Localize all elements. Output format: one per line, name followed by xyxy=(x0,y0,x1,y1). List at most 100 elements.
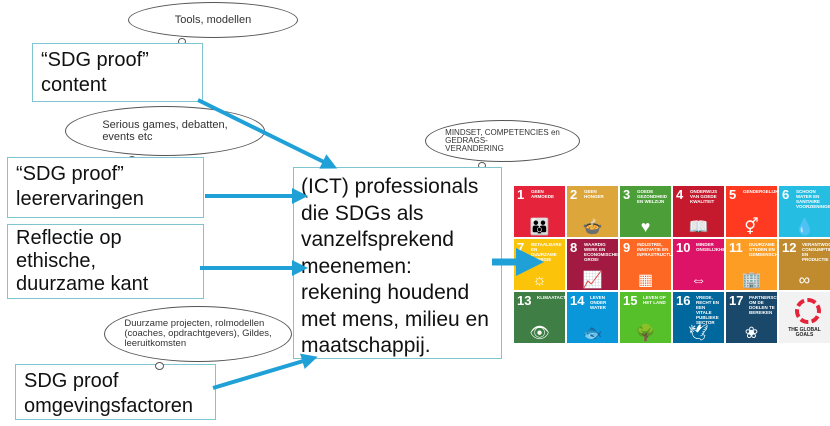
cloud-projects: Duurzame projecten, rolmodellen(coaches,… xyxy=(104,306,292,362)
sdg-tile-6: 6 Schoon water en sanitaire voorzieningen… xyxy=(779,186,830,237)
cloud-text: Tools, modellen xyxy=(174,13,252,26)
box-text: rekening houdend xyxy=(301,281,470,304)
sdg-number: 6 xyxy=(782,187,790,202)
cloud-text: leeruitkomsten xyxy=(124,338,187,349)
cloud-text: GEDRAGS- xyxy=(445,136,488,145)
sdg-tile-3: 3 Goede gezondheid en welzijn ♥ xyxy=(620,186,671,237)
sdg-label: Minder ongelijkheid xyxy=(696,242,724,252)
box-text: content xyxy=(41,74,107,96)
sdg-tile-4: 4 Onderwijs van goede kwaliteit 📖 xyxy=(673,186,724,237)
box-text: “SDG proof” xyxy=(16,163,124,185)
sdg-number: 7 xyxy=(517,240,525,255)
box-ict-professionals: (ICT) professionals die SDGs als vanzelf… xyxy=(293,167,502,359)
sdg-icon: ☼ xyxy=(532,272,547,289)
box-text: Reflectie op xyxy=(16,227,122,249)
box-text: met mens, milieu en xyxy=(301,307,489,331)
box-text: leerervaringen xyxy=(16,188,144,210)
sdg-tile-7: 7 Betaalbare en duurzame energie ☼ xyxy=(514,239,565,290)
arrow-omgeving xyxy=(212,353,318,390)
sdg-tile-14: 14 Leven onder water 🐟 xyxy=(567,292,618,343)
sdg-icon: 🕊 xyxy=(688,325,709,342)
sdg-number: 16 xyxy=(676,293,691,308)
sdg-label: Klimaatactie xyxy=(537,295,565,300)
sdg-label: Duurzame steden en gemeenschappen xyxy=(749,242,777,257)
sdg-number: 4 xyxy=(676,187,684,202)
sdg-label: Waardig werk en economische groei xyxy=(584,242,618,262)
sdg-label: Schoon water en sanitaire voorzieningen xyxy=(796,189,830,209)
box-text: ethische, xyxy=(16,250,97,272)
sdg-icon: ⇔ xyxy=(690,272,707,289)
global-goals-ring-icon xyxy=(795,298,821,324)
sdg-tile-15: 15 Leven op het land 🌳 xyxy=(620,292,671,343)
sdg-icon: ⚥ xyxy=(744,219,759,236)
box-omgevingsfactoren: SDG proof omgevingsfactoren xyxy=(15,364,216,420)
sdg-tile-1: 1Geen armoede👪 xyxy=(514,186,565,237)
sdg-number: 8 xyxy=(570,240,578,255)
sdg-number: 12 xyxy=(782,240,797,255)
box-sdg-proof-content: “SDG proof” content xyxy=(32,43,203,102)
sdg-tile-10: 10 Minder ongelijkheid ⇔ xyxy=(673,239,724,290)
sdg-tile-16: 16Vrede, recht en een vitale publieke se… xyxy=(673,292,724,343)
global-goals-logo: THE GLOBAL GOALS xyxy=(779,292,830,343)
sdg-label: Gendergelijkheid xyxy=(743,189,777,194)
box-text: (ICT) professionals xyxy=(301,175,479,198)
sdg-icon: 👪 xyxy=(529,219,550,236)
sdg-label: Geen honger xyxy=(584,189,604,199)
box-text: meenemen: xyxy=(301,254,412,278)
cloud-text: Serious games, debatten, xyxy=(102,119,228,131)
box-reflectie: Reflectie op ethische, duurzame kant xyxy=(7,224,204,299)
global-goals-label: THE GLOBAL GOALS xyxy=(788,327,821,338)
sdg-icon: 🐟 xyxy=(582,325,603,342)
sdg-number: 13 xyxy=(517,293,532,308)
sdg-goals-grid: 1Geen armoede👪2Geen honger🍲3Goede gezond… xyxy=(514,186,830,343)
sdg-icon: ▦ xyxy=(637,272,654,289)
sdg-tile-13: 13 Klimaatactie 👁 xyxy=(514,292,565,343)
sdg-number: 9 xyxy=(623,240,631,255)
sdg-label: Goede gezondheid en welzijn xyxy=(637,189,668,204)
sdg-number: 3 xyxy=(623,187,631,202)
box-text: die SDGs als xyxy=(301,201,424,225)
sdg-tile-8: 8 Waardig werk en economische groei 📈 xyxy=(567,239,618,290)
sdg-tile-17: 17 Partnerschappen om de doelen te bereik… xyxy=(726,292,777,343)
cloud-text: VERANDERING xyxy=(445,144,504,153)
sdg-icon: ∞ xyxy=(798,272,811,289)
box-text: vanzelfsprekend xyxy=(301,228,454,251)
cloud-text: MINDSET, COMPETENCIES en xyxy=(445,128,560,137)
sdg-tile-11: 11Duurzame steden en gemeenschappen🏢 xyxy=(726,239,777,290)
sdg-number: 5 xyxy=(729,187,737,202)
sdg-number: 2 xyxy=(570,187,578,202)
sdg-tile-5: 5 Gendergelijkheid ⚥ xyxy=(726,186,777,237)
sdg-icon: 🌳 xyxy=(635,325,656,342)
sdg-label: Industrie, innovatie en infrastructuur xyxy=(637,242,671,257)
sdg-tile-12: 12 Verantwoorde consumptie en productie ∞ xyxy=(779,239,830,290)
box-text: SDG proof xyxy=(24,370,119,392)
sdg-label: Betaalbare en duurzame energie xyxy=(531,242,562,262)
cloud-text: Duurzame projecten, rolmodellen xyxy=(124,318,265,329)
sdg-number: 11 xyxy=(729,240,743,255)
sdg-icon: 📖 xyxy=(688,219,709,236)
sdg-tile-9: 9 Industrie, innovatie en infrastructuur ▦ xyxy=(620,239,671,290)
sdg-label: Leven op het land xyxy=(643,295,666,305)
sdg-label: Verantwoorde consumptie en productie xyxy=(802,242,830,262)
sdg-number: 17 xyxy=(729,293,744,308)
sdg-icon: ❀ xyxy=(744,325,759,342)
box-text: “SDG proof” xyxy=(41,49,149,71)
sdg-icon: 📈 xyxy=(582,272,603,289)
sdg-icon: 🍲 xyxy=(582,219,603,236)
box-sdg-proof-leerervaringen: “SDG proof” leerervaringen xyxy=(7,157,204,218)
sdg-icon: ♥ xyxy=(640,219,651,236)
sdg-number: 15 xyxy=(623,293,638,308)
sdg-label: Partnerschappen om de doelen te bereiken xyxy=(749,295,777,315)
sdg-label: Onderwijs van goede kwaliteit xyxy=(690,189,718,204)
sdg-icon: 👁 xyxy=(529,325,550,342)
sdg-tile-2: 2 Geen honger 🍲 xyxy=(567,186,618,237)
sdg-label: Geen armoede xyxy=(531,189,555,199)
thought-bubble xyxy=(155,362,164,370)
box-text: omgevingsfactoren xyxy=(24,395,193,417)
sdg-number: 14 xyxy=(570,293,585,308)
sdg-number: 10 xyxy=(676,240,691,255)
cloud-tools: Tools, modellen xyxy=(128,2,298,38)
sdg-label: Leven onder water xyxy=(590,295,607,310)
box-text: duurzame kant xyxy=(16,273,149,295)
